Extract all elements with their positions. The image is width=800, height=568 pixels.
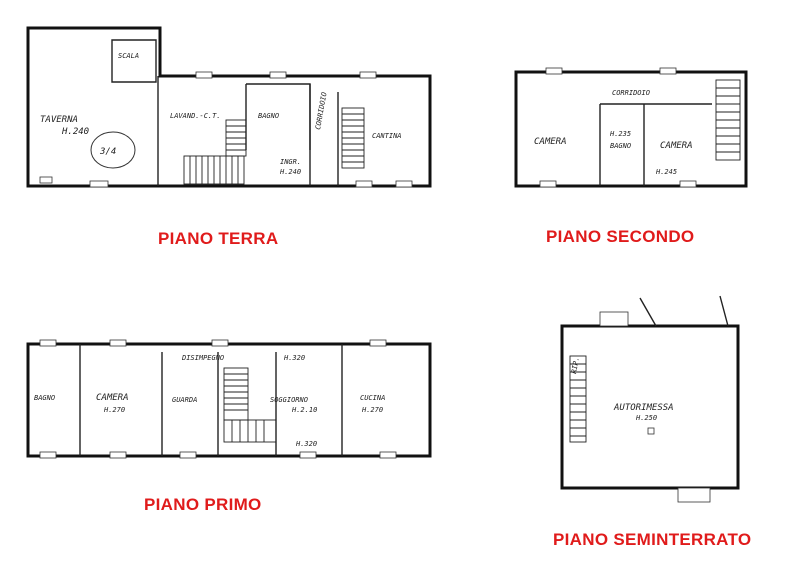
room-label-soggiorno-height: H.2.10: [291, 406, 317, 414]
room-label-cucina-height: H.270: [361, 406, 383, 414]
room-label-bagno-secondo: BAGNO: [610, 142, 631, 150]
room-label-cucina: CUCINA: [360, 394, 385, 402]
plan-piano-seminterrato: RIP. AUTORIMESSA H.250: [560, 295, 740, 503]
room-label-camera-secondo-height: H.245: [655, 168, 677, 176]
room-label-ingresso-height: H.240: [279, 168, 301, 176]
room-label-taverna-height: H.240: [61, 127, 89, 137]
room-label-autorimessa: AUTORIMESSA: [613, 403, 674, 413]
room-label-camera-primo-height: H.270: [103, 406, 125, 414]
room-label-bagno-terra: BAGNO: [258, 112, 279, 120]
stair-terra-1: [183, 119, 247, 185]
room-label-bagno-secondo-height: H.235: [609, 130, 631, 138]
room-label-guarda: GUARDA: [172, 396, 197, 404]
title-piano-secondo: PIANO SECONDO: [546, 227, 695, 246]
room-label-camera-secondo-left: CAMERA: [534, 137, 567, 147]
room-label-disimpegno: DISIMPEGNO: [181, 354, 224, 362]
plan-piano-secondo: CORRIDOIO CAMERA H.235 BAGNO CAMERA H.24…: [514, 67, 748, 188]
room-label-corridoio-terra: CORRIDOIO: [314, 92, 328, 131]
room-label-bagno-primo: BAGNO: [34, 394, 55, 402]
title-piano-terra: PIANO TERRA: [158, 229, 279, 248]
title-piano-seminterrato: PIANO SEMINTERRATO: [553, 530, 752, 549]
plan-piano-primo: BAGNO CAMERA H.270 GUARDA DISIMPEGNO H.3…: [26, 339, 432, 459]
room-label-soggiorno: SOGGIORNO: [270, 396, 308, 404]
room-label-autorimessa-height: H.250: [635, 414, 657, 422]
stair-terra-2: [341, 107, 365, 169]
room-label-primo-height-bottom: H.320: [295, 440, 317, 448]
handwritten-note: 3/4: [99, 147, 116, 157]
handwritten-note-circle: [90, 131, 136, 169]
stair-primo: [223, 367, 277, 443]
room-label-corridoio-secondo: CORRIDOIO: [612, 89, 650, 97]
room-label-scala: SCALA: [118, 52, 139, 60]
room-label-primo-height-top: H.320: [283, 354, 305, 362]
room-label-ripostiglio: RIP.: [570, 356, 581, 374]
room-label-taverna: TAVERNA: [40, 115, 78, 125]
stair-seminterrato: [569, 355, 587, 443]
room-label-camera-primo: CAMERA: [96, 393, 129, 403]
room-label-lavanderia: LAVAND.-C.T.: [170, 112, 221, 120]
stair-secondo: [715, 79, 741, 161]
room-label-ingresso: INGR.: [280, 158, 301, 166]
room-label-cantina: CANTINA: [372, 132, 402, 140]
plan-piano-terra: SCALA TAVERNA H.240 3/4 LAVAND.-C.T. BAG…: [26, 26, 432, 188]
room-label-camera-secondo-right: CAMERA: [660, 141, 693, 151]
title-piano-primo: PIANO PRIMO: [144, 495, 262, 514]
